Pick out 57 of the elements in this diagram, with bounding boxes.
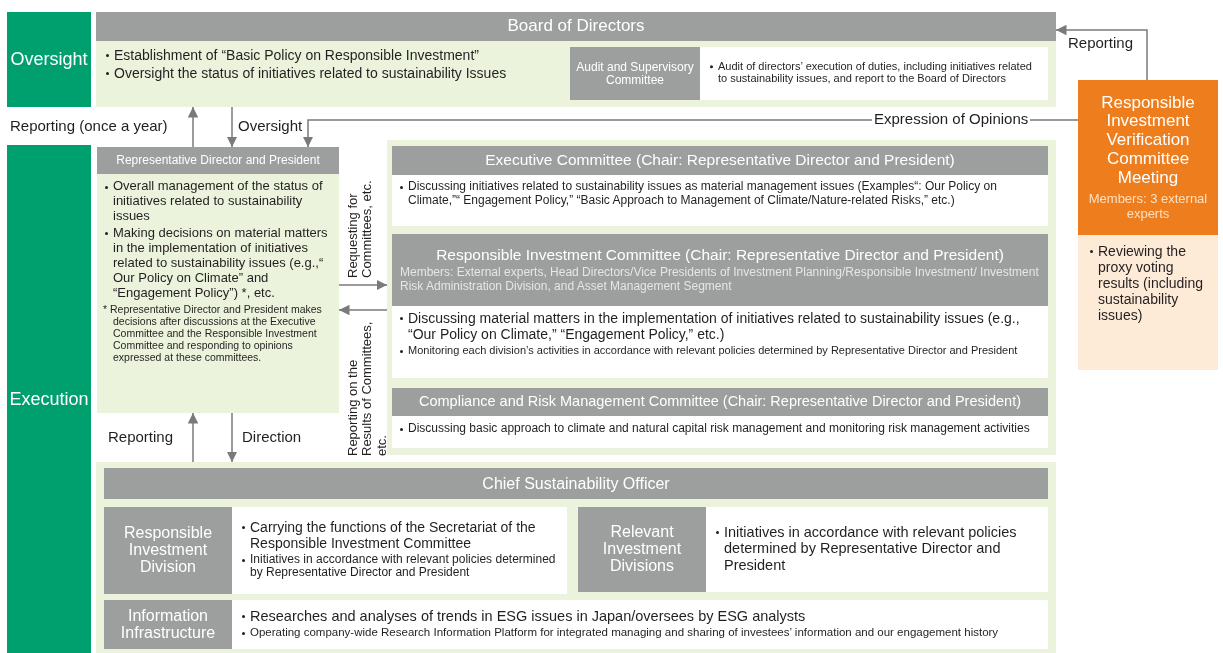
arrow bbox=[338, 279, 388, 291]
footnote-text: * Representative Director and President makes decisions after discussions at the Executive Committee and the Responsible Investment Committee and responding to opinions expressed at these committees. bbox=[103, 302, 323, 363]
arrow bbox=[226, 106, 238, 148]
arrow bbox=[226, 412, 238, 463]
members-text: Members: External experts, Head Directors/Vice Presidents of Investment Planning/Responsible Investment/ Investment Risk Administration Division, and Asset Management Segment bbox=[400, 264, 1040, 294]
division-label: Audit and Supervisory Committee bbox=[570, 47, 700, 100]
edge-label: Requesting for Committees, etc. bbox=[344, 179, 376, 278]
board-panel bbox=[96, 12, 1056, 107]
division-card bbox=[104, 600, 1048, 649]
president-panel bbox=[97, 147, 339, 413]
verification-committee-card bbox=[1078, 80, 1218, 370]
bullet-text: Researches and analyses of trends in ESG issues in Japan/oversees by ESG analysts bbox=[240, 607, 1042, 625]
bullet-text: Discussing basic approach to climate and natural capital risk management and monitoring risk management activities bbox=[398, 422, 1043, 436]
arrow bbox=[187, 412, 199, 463]
bullet-text: Discussing material matters in the implementation of initiatives related to sustainability issues (e.g., “Our Policy on Climate,” “Engagement Policy,” etc.) bbox=[398, 310, 1043, 343]
bullet-text: Oversight the status of initiatives related to sustainability Issues bbox=[104, 65, 570, 82]
division-label: Responsible Investment Division bbox=[104, 507, 232, 594]
oversight-band: Oversight bbox=[7, 12, 91, 107]
edge-label: Reporting bbox=[106, 429, 176, 446]
edge-label: Oversight bbox=[236, 118, 305, 135]
edge-label: Expression of Opinions bbox=[872, 111, 1031, 128]
bullet-text: Establishment of “Basic Policy on Responsible Investment” bbox=[104, 47, 570, 64]
bullet-text: Initiatives in accordance with relevant policies determined by Representative Director and President bbox=[240, 552, 561, 581]
bullet-text: Initiatives in accordance with relevant policies determined by Representative Director and President bbox=[714, 523, 1042, 574]
panel-title: Board of Directors bbox=[507, 16, 645, 37]
members-text: Members: 3 external experts bbox=[1087, 191, 1209, 222]
panel-title: Responsible Investment Verification Committee Meeting bbox=[1100, 93, 1196, 188]
bullet-text: Operating company-wide Research Information Platform for integrated managing and sharing of investees’ information and our engagement history bbox=[240, 626, 1042, 640]
panel-title: Representative Director and President bbox=[116, 153, 320, 168]
committees-panel bbox=[387, 140, 1056, 455]
committee-card bbox=[392, 388, 1048, 448]
edge-label: Reporting bbox=[1066, 35, 1136, 52]
bullet-text: Reviewing the proxy voting results (including sustainability issues) bbox=[1088, 243, 1212, 324]
arrow bbox=[187, 106, 199, 148]
bullet-text: Overall management of the status of initiatives related to sustainability issues bbox=[103, 179, 335, 224]
officer-panel bbox=[96, 462, 1056, 653]
division-card bbox=[578, 507, 1048, 592]
bullet-text: Carrying the functions of the Secretariat of the Responsible Investment Committee bbox=[240, 518, 561, 551]
panel-title: Compliance and Risk Management Committee (Chair: Representative Director and President) bbox=[419, 393, 1021, 411]
edge-label: Reporting on the Results of Committees, etc. bbox=[344, 320, 386, 456]
bullet-text: Monitoring each division’s activities in accordance with relevant policies determined by Representative Director and President bbox=[398, 344, 1043, 357]
division-card bbox=[104, 507, 567, 594]
panel-title: Chief Sustainability Officer bbox=[482, 473, 670, 494]
panel-title: Responsible Investment Committee (Chair: Representative Director and President) bbox=[436, 246, 1004, 265]
bullet-text: Making decisions on material matters in the implementation of initiatives related to sustainability issues (e.g.,“ Our Policy on Climate” and “Engagement Policy”) *, etc. bbox=[103, 225, 335, 301]
division-label: Relevant Investment Divisions bbox=[578, 507, 706, 592]
bullet-text: Audit of directors’ execution of duties, including initiatives related to sustainability issues, and report to the Board of Directors bbox=[708, 59, 1042, 86]
committee-card bbox=[570, 47, 1048, 100]
edge-label: Reporting (once a year) bbox=[8, 118, 170, 135]
committee-card bbox=[392, 146, 1048, 226]
panel-title: Executive Committee (Chair: Representative Director and President) bbox=[485, 151, 955, 170]
arrow bbox=[338, 304, 388, 316]
arrow bbox=[1055, 24, 1148, 81]
bullet-text: Discussing initiatives related to sustainability issues as material management issues (Examples“: Our Policy on Climate,”“ Engagement Policy,” “Basic Approach to Management of Climate/Nature-related Risks,” etc.) bbox=[398, 180, 1043, 208]
division-label: Information Infrastructure bbox=[104, 600, 232, 649]
committee-card bbox=[392, 234, 1048, 378]
execution-band: Execution bbox=[7, 145, 91, 653]
